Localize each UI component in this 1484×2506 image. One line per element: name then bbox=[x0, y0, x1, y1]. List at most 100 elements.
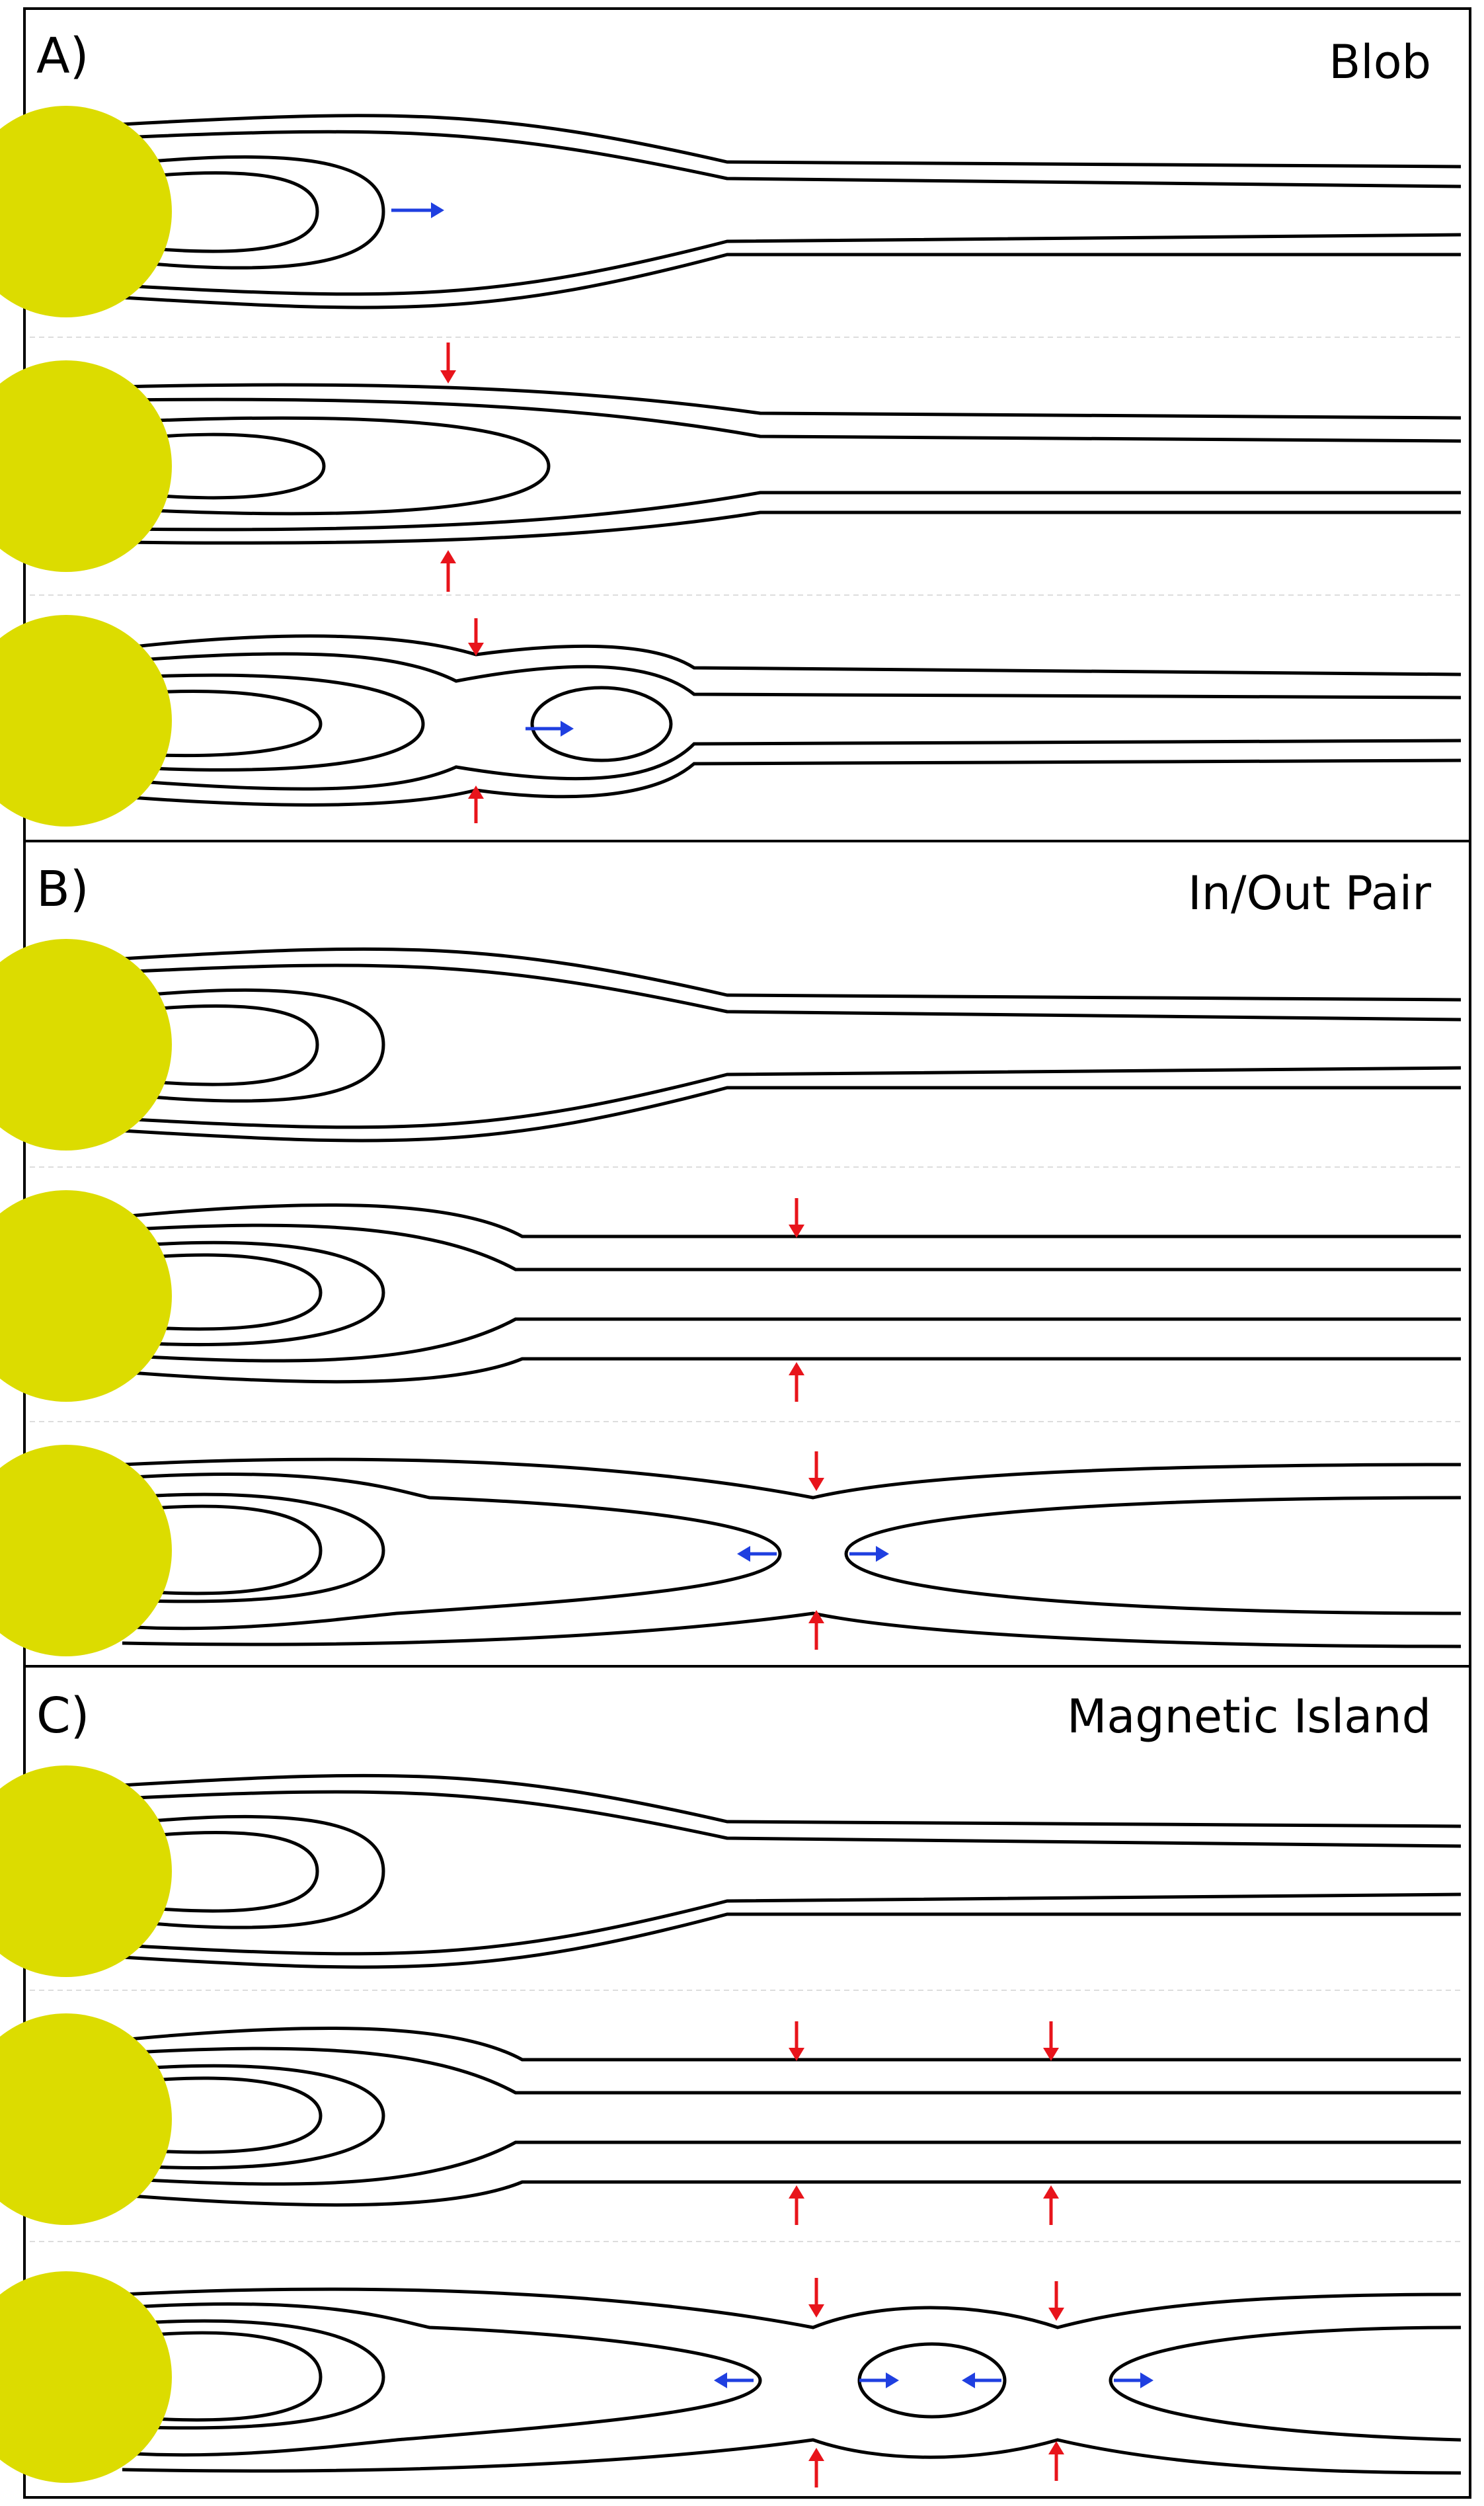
figure-frame bbox=[23, 7, 1471, 2499]
field-line bbox=[122, 1457, 1462, 1500]
field-line bbox=[844, 1496, 1462, 1615]
inflow-arrow-head bbox=[440, 550, 456, 563]
panel-c-title: Magnetic Island bbox=[1067, 1689, 1431, 1744]
field-line bbox=[122, 1086, 1461, 1143]
field-line bbox=[122, 1357, 1461, 1384]
field-line bbox=[122, 947, 1462, 1002]
outflow-arrow-head bbox=[1140, 2372, 1153, 2388]
field-line bbox=[122, 171, 319, 253]
panel-c-row-2 bbox=[122, 2026, 1461, 2207]
inflow-arrow-head bbox=[1048, 2441, 1064, 2454]
inflow-arrow-head bbox=[789, 1225, 804, 1238]
sun bbox=[0, 1445, 172, 1656]
inflow-arrow-head bbox=[789, 2185, 804, 2199]
field-line bbox=[122, 2064, 385, 2169]
inflow-arrow-head bbox=[468, 643, 484, 656]
inflow-arrow-head bbox=[1048, 2308, 1064, 2321]
field-line bbox=[122, 1492, 385, 1603]
outflow-arrow-head bbox=[561, 721, 574, 737]
inflow-arrow-head bbox=[1043, 2185, 1059, 2199]
outflow-arrow-head bbox=[737, 1546, 750, 1562]
panel-a-row-1 bbox=[122, 114, 1462, 309]
panel-b-row-3 bbox=[122, 1457, 1462, 1648]
field-line bbox=[122, 758, 1462, 807]
field-line bbox=[122, 1473, 782, 1631]
field-line bbox=[122, 1317, 1461, 1363]
field-line bbox=[122, 739, 1462, 791]
field-line bbox=[122, 2319, 385, 2430]
inflow-arrow-head bbox=[1043, 2048, 1059, 2061]
field-line bbox=[122, 1253, 323, 1331]
panel-a-row-2 bbox=[122, 383, 1462, 545]
panel-a-row-3 bbox=[122, 634, 1462, 807]
panel-c: C) Magnetic Island bbox=[0, 1687, 1464, 2487]
field-line bbox=[122, 2026, 1461, 2062]
field-line bbox=[122, 1223, 1461, 1272]
panel-b-label: B) bbox=[36, 861, 89, 918]
inflow-arrow-head bbox=[808, 1610, 824, 1623]
sun bbox=[0, 2013, 172, 2225]
field-line bbox=[122, 397, 1462, 443]
field-line bbox=[122, 155, 385, 270]
field-line bbox=[122, 491, 1461, 532]
sun bbox=[0, 615, 172, 827]
field-line bbox=[122, 233, 1462, 296]
field-line bbox=[122, 1504, 323, 1596]
field-line bbox=[122, 1912, 1461, 1969]
inflow-arrow-head bbox=[789, 1362, 804, 1375]
field-line bbox=[122, 690, 323, 758]
field-line bbox=[122, 963, 1462, 1022]
field-line bbox=[122, 114, 1462, 169]
field-line bbox=[122, 1203, 1461, 1238]
field-line bbox=[122, 988, 385, 1103]
field-line bbox=[122, 1892, 1462, 1956]
inflow-arrow-head bbox=[808, 2304, 824, 2318]
inflow-arrow-head bbox=[440, 370, 456, 384]
sun bbox=[0, 1190, 172, 1402]
sun bbox=[0, 360, 172, 572]
field-line bbox=[122, 2438, 1462, 2475]
panel-c-row-3 bbox=[122, 2287, 1462, 2475]
sun bbox=[0, 939, 172, 1151]
field-line bbox=[122, 416, 551, 516]
inflow-arrow-head bbox=[468, 786, 484, 799]
sun bbox=[0, 106, 172, 317]
sun bbox=[0, 1765, 172, 1977]
panel-a-label: A) bbox=[36, 28, 89, 85]
inflow-arrow-head bbox=[808, 1478, 824, 1491]
outflow-arrow-head bbox=[962, 2372, 975, 2388]
field-line bbox=[122, 1611, 1462, 1648]
field-line bbox=[122, 652, 1462, 700]
field-line bbox=[122, 2331, 323, 2422]
panel-b: B) In/Out Pair bbox=[0, 861, 1464, 1656]
field-line bbox=[122, 1814, 385, 1929]
field-line bbox=[122, 2180, 1461, 2207]
outflow-arrow-head bbox=[886, 2372, 899, 2388]
field-line bbox=[122, 634, 1462, 676]
panel-a-title: Blob bbox=[1329, 35, 1431, 89]
field-line bbox=[122, 2046, 1461, 2095]
inflow-arrow-head bbox=[789, 2048, 804, 2061]
field-line bbox=[122, 1831, 319, 1913]
panel-c-row-1 bbox=[122, 1773, 1462, 1969]
field-line bbox=[122, 130, 1462, 188]
field-line bbox=[122, 1790, 1462, 1848]
panel-b-title: In/Out Pair bbox=[1188, 866, 1431, 920]
panel-b-row-2 bbox=[122, 1203, 1461, 1384]
field-line bbox=[122, 1004, 319, 1086]
field-line bbox=[122, 432, 326, 500]
field-line bbox=[122, 510, 1461, 545]
panel-c-label: C) bbox=[36, 1687, 90, 1744]
outflow-arrow-head bbox=[876, 1546, 889, 1562]
field-line bbox=[122, 1240, 385, 1346]
field-line bbox=[122, 2302, 762, 2457]
field-line bbox=[122, 1066, 1462, 1129]
sun bbox=[0, 2271, 172, 2483]
field-line bbox=[122, 673, 425, 772]
outflow-arrow-head bbox=[714, 2372, 727, 2388]
panel-a: A) Blob bbox=[0, 28, 1464, 827]
field-line bbox=[122, 1773, 1462, 1828]
field-line bbox=[122, 253, 1461, 309]
outflow-arrow-head bbox=[431, 202, 444, 218]
